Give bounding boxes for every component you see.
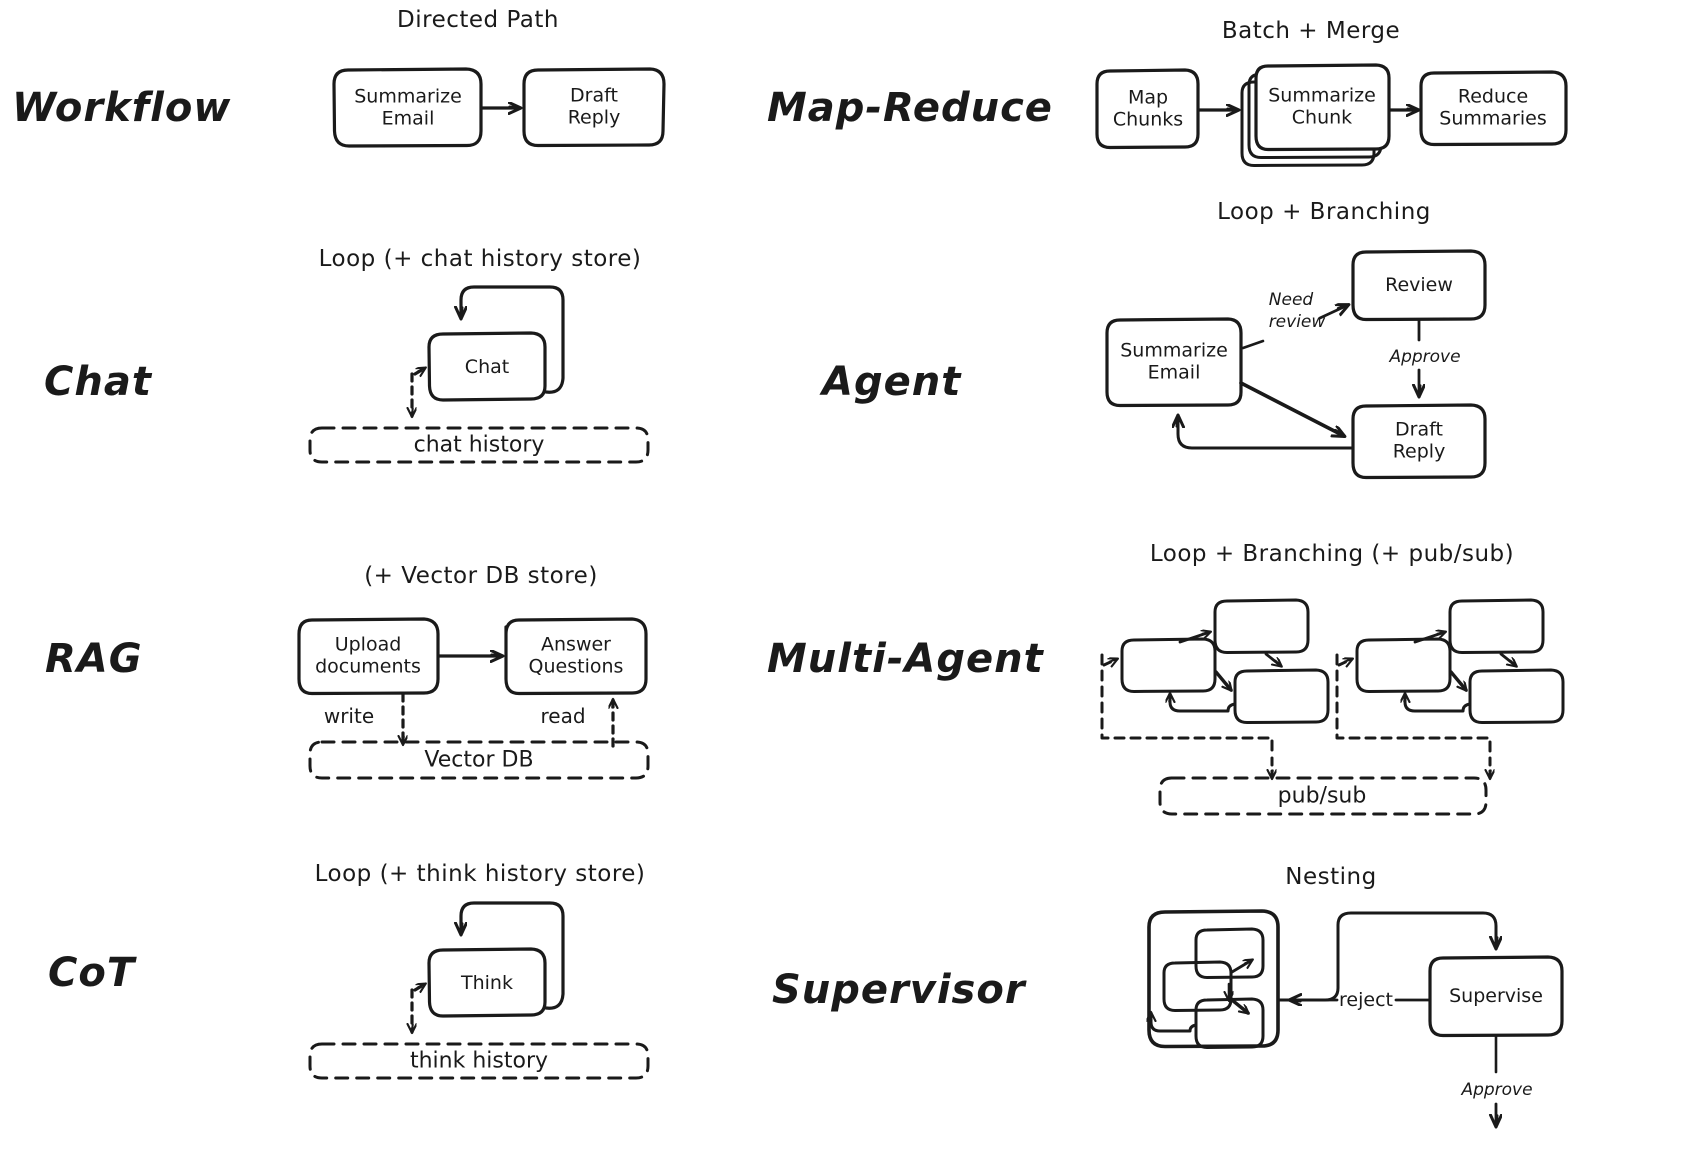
edge-label-read: read bbox=[540, 704, 586, 728]
multiagent-cluster-b bbox=[1335, 598, 1565, 778]
row-label-mapreduce: Map-Reduce bbox=[767, 85, 1053, 131]
edge-label-approve-supervisor: Approve bbox=[1461, 1080, 1533, 1100]
edge-label-reject: reject bbox=[1339, 989, 1393, 1011]
row-label-multiagent: Multi-Agent bbox=[767, 636, 1044, 682]
caption-supervisor: Nesting bbox=[1285, 864, 1377, 890]
row-label-cot: CoT bbox=[48, 950, 136, 996]
row-label-supervisor: Supervisor bbox=[772, 967, 1026, 1013]
caption-multiagent: Loop + Branching (+ pub/sub) bbox=[1149, 541, 1515, 567]
caption-mapreduce: Batch + Merge bbox=[1221, 18, 1401, 44]
row-label-workflow: Workflow bbox=[12, 85, 232, 131]
agent-graph bbox=[1105, 249, 1487, 480]
chat-graph bbox=[308, 285, 650, 464]
edge-label-need: Need bbox=[1268, 290, 1314, 310]
cot-graph bbox=[308, 901, 650, 1080]
rag-graph bbox=[297, 617, 650, 780]
multiagent-graph bbox=[1100, 598, 1565, 816]
multiagent-cluster-a bbox=[1100, 598, 1330, 778]
row-label-chat: Chat bbox=[44, 359, 152, 405]
caption-agent: Loop + Branching bbox=[1217, 199, 1431, 225]
supervisor-graph bbox=[1149, 909, 1564, 1126]
row-label-agent: Agent bbox=[822, 359, 962, 405]
edge-label-review: review bbox=[1268, 312, 1326, 332]
caption-chat: Loop (+ chat history store) bbox=[318, 246, 642, 272]
row-label-rag: RAG bbox=[45, 636, 143, 682]
workflow-graph bbox=[332, 67, 666, 148]
caption-cot: Loop (+ think history store) bbox=[314, 861, 646, 887]
mapreduce-graph bbox=[1095, 63, 1568, 167]
edge-label-approve-agent: Approve bbox=[1389, 347, 1461, 367]
caption-rag: (+ Vector DB store) bbox=[364, 563, 598, 589]
caption-workflow: Directed Path bbox=[397, 7, 559, 33]
edge-label-write: write bbox=[323, 704, 375, 728]
